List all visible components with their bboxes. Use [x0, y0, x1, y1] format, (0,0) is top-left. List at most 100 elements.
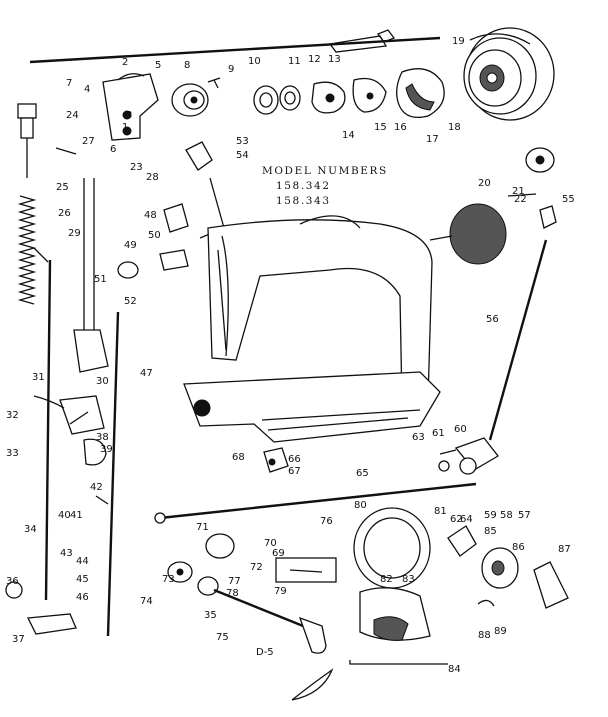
part-number-label-41: 41	[70, 510, 83, 521]
part-number-label-89: 89	[494, 626, 507, 637]
part-number-label-56: 56	[486, 314, 499, 325]
part-number-label-81: 81	[434, 506, 447, 517]
part-number-label-22: 22	[514, 194, 527, 205]
machine-bed	[183, 371, 441, 443]
part-number-label-28: 28	[146, 172, 159, 183]
part-number-label-36: 36	[6, 576, 19, 587]
part-number-label-46: 46	[76, 592, 89, 603]
part-number-label-44: 44	[76, 556, 89, 567]
part-number-label-53: 53	[236, 136, 249, 147]
shuttle-race	[353, 507, 431, 641]
part-number-label-45: 45	[76, 574, 89, 585]
part-number-label-18: 18	[448, 122, 461, 133]
hand-wheel-small-parts	[171, 77, 221, 117]
part-number-label-57: 57	[518, 510, 531, 521]
part-number-label-60: 60	[454, 424, 467, 435]
part-number-label-17: 17	[426, 134, 439, 145]
part-number-label-25: 25	[56, 182, 69, 193]
part-number-label-85: 85	[484, 526, 497, 537]
part-number-label-61: 61	[432, 428, 445, 439]
part-number-label-11: 11	[288, 56, 301, 67]
part-number-label-58: 58	[500, 510, 513, 521]
model-numbers-heading: MODEL NUMBERS	[262, 165, 388, 177]
model-number-2: 158.343	[276, 195, 331, 207]
part-number-label-10: 10	[248, 56, 261, 67]
part-number-label-38: 38	[96, 432, 109, 443]
part-number-label-23: 23	[130, 162, 143, 173]
part-number-label-82: 82	[380, 574, 393, 585]
part-number-label-62: 62	[450, 514, 463, 525]
part-number-label-34: 34	[24, 524, 37, 535]
hook-drive-shaft	[154, 447, 477, 524]
part-number-label-78: 78	[226, 588, 239, 599]
feed-cam	[396, 68, 445, 119]
part-number-label-1: 1	[122, 122, 128, 133]
part-number-label-73: 73	[162, 574, 175, 585]
part-number-label-43: 43	[60, 548, 73, 559]
part-number-label-7: 7	[66, 78, 72, 89]
part-number-label-3: 3	[126, 110, 132, 121]
part-number-label-6: 6	[110, 144, 116, 155]
balance-wheel	[463, 27, 555, 121]
part-number-label-66: 66	[288, 454, 301, 465]
feed-rocker-shaft	[438, 193, 557, 475]
part-number-label-49: 49	[124, 240, 137, 251]
part-number-label-79: 79	[274, 586, 287, 597]
part-number-label-76: 76	[320, 516, 333, 527]
part-number-label-29: 29	[68, 228, 81, 239]
leader-lines	[33, 147, 457, 665]
feed-bar	[197, 576, 334, 701]
part-number-label-9: 9	[228, 64, 234, 75]
part-number-label-40: 40	[58, 510, 71, 521]
needle-bar-and-rods	[44, 178, 120, 637]
part-number-label-30: 30	[96, 376, 109, 387]
part-number-label-33: 33	[6, 448, 19, 459]
part-number-label-2: 2	[122, 57, 128, 68]
part-number-label-19: 19	[452, 36, 465, 47]
stop-motion-knob	[525, 147, 555, 173]
part-number-label-71: 71	[196, 522, 209, 533]
part-number-label-80: 80	[354, 500, 367, 511]
part-number-label-37: 37	[12, 634, 25, 645]
lower-shaft-gears	[167, 533, 337, 583]
part-number-label-86: 86	[512, 542, 525, 553]
part-number-label-42: 42	[90, 482, 103, 493]
machine-head	[207, 203, 507, 405]
part-number-label-84: 84	[448, 664, 461, 675]
part-number-label-65: 65	[356, 468, 369, 479]
part-number-label-51: 51	[94, 274, 107, 285]
part-number-label-21: 21	[512, 186, 525, 197]
part-number-label-47: 47	[140, 368, 153, 379]
part-number-label-31: 31	[32, 372, 45, 383]
part-number-label-50: 50	[148, 230, 161, 241]
part-number-label-68: 68	[232, 452, 245, 463]
part-number-label-72: 72	[250, 562, 263, 573]
part-number-label-54: 54	[236, 150, 249, 161]
part-number-label-48: 48	[144, 210, 157, 221]
part-number-label-14: 14	[342, 130, 355, 141]
part-number-label-5: 5	[155, 60, 161, 71]
part-number-label-69: 69	[272, 548, 285, 559]
part-number-label-12: 12	[308, 54, 321, 65]
part-number-label-39: 39	[100, 444, 113, 455]
part-number-label-74: 74	[140, 596, 153, 607]
part-number-label-27: 27	[82, 136, 95, 147]
part-number-label-16: 16	[394, 122, 407, 133]
part-number-label-59: 59	[484, 510, 497, 521]
part-number-label-67: 67	[288, 466, 301, 477]
part-number-label-4: 4	[84, 84, 90, 95]
part-number-label-64: 64	[460, 514, 473, 525]
presser-foot	[5, 581, 77, 635]
part-number-label-75: 75	[216, 632, 229, 643]
part-number-label-63: 63	[412, 432, 425, 443]
part-number-label-15: 15	[374, 122, 387, 133]
bushing-pair	[253, 85, 301, 115]
face-plate-top-left	[102, 73, 159, 141]
part-number-label-77: 77	[228, 576, 241, 587]
part-number-label-13: 13	[328, 54, 341, 65]
part-number-label-20: 20	[478, 178, 491, 189]
part-number-label-26: 26	[58, 208, 71, 219]
presser-spring	[17, 195, 37, 305]
